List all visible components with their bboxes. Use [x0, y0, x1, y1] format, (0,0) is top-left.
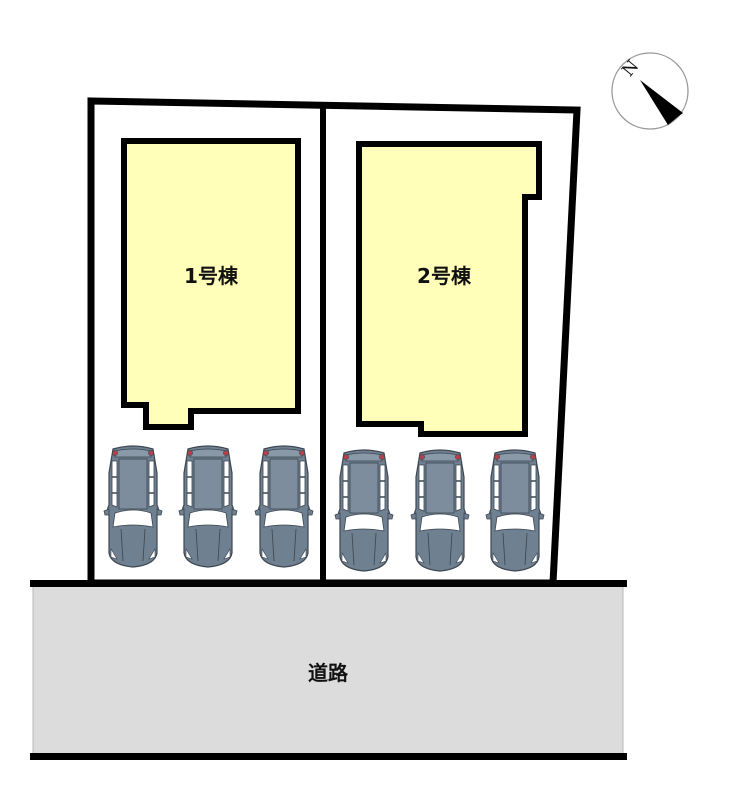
- parking-lot-2: [334, 449, 545, 572]
- building-1-footprint: [121, 138, 301, 430]
- road-label: 道路: [308, 661, 349, 685]
- road: 道路: [30, 580, 627, 760]
- car-icon: [410, 449, 470, 572]
- parking-lot-1: [103, 445, 314, 568]
- building-1: 1号棟: [121, 138, 301, 430]
- building-2: 2号棟: [356, 141, 542, 437]
- car-icon: [103, 445, 163, 568]
- building-2-footprint: [356, 141, 542, 437]
- car-icon: [334, 449, 394, 572]
- north-arrow-icon: [640, 80, 683, 125]
- car-icon: [178, 445, 238, 568]
- building-2-label: 2号棟: [417, 264, 472, 288]
- road-bottom-edge: [30, 753, 627, 760]
- car-icon: [485, 449, 545, 572]
- car-icon: [254, 445, 314, 568]
- north-compass: N: [611, 52, 689, 130]
- road-surface: [32, 585, 624, 757]
- building-1-label: 1号棟: [184, 264, 239, 288]
